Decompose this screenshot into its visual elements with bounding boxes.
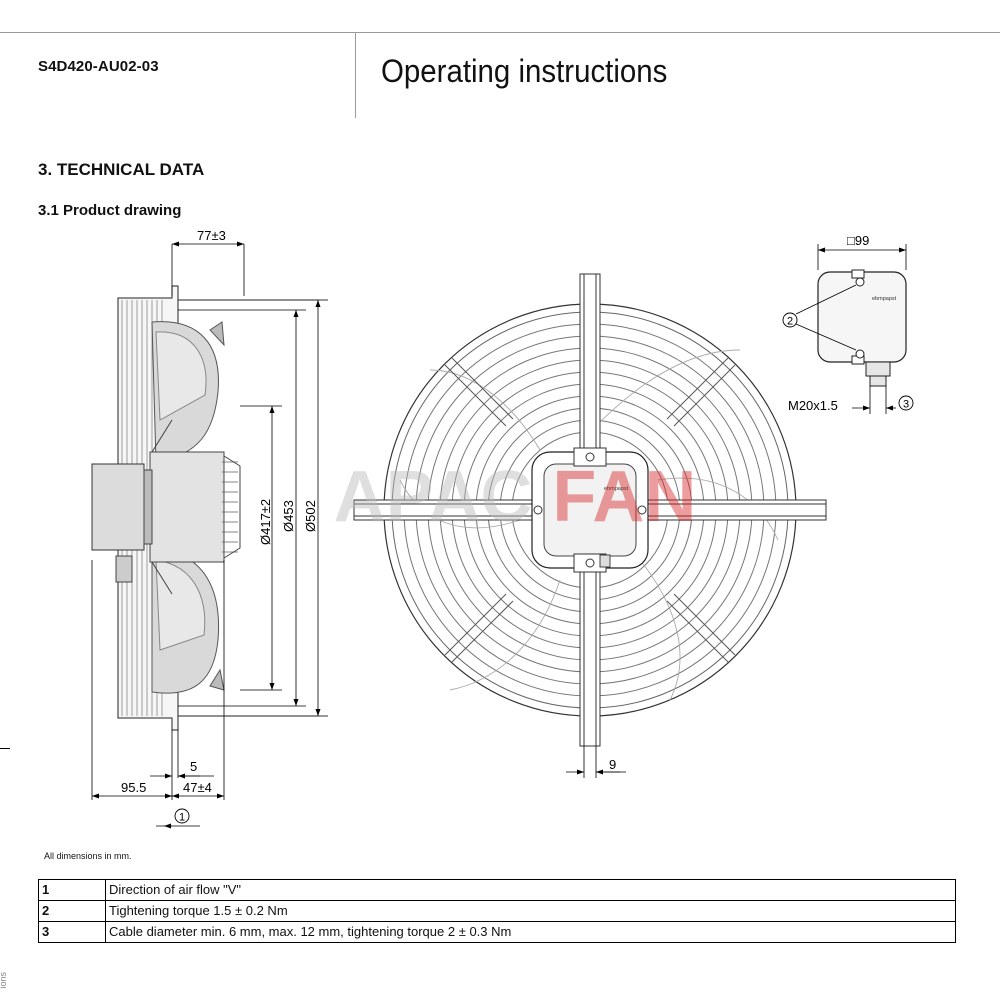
table-row: 3 Cable diameter min. 6 mm, max. 12 mm, … (38, 921, 956, 943)
terminal-box-detail (817, 269, 907, 387)
table-row: 1 Direction of air flow "V" (38, 879, 956, 901)
product-drawing: 77±3 Ø417±2 Ø453 Ø502 5 95.5 47±4 1 (91, 228, 914, 829)
note-number: 3 (38, 921, 106, 943)
margin-tick (0, 748, 10, 749)
subsection-heading: 3.1 Product drawing (38, 202, 182, 219)
callout-cable: 3 (898, 395, 914, 411)
terminal-box-dimensions (795, 244, 907, 414)
dim-outer-diameter: Ø502 (303, 500, 318, 532)
model-code: S4D420-AU02-03 (38, 58, 159, 75)
cable-gland-label: M20x1.5 (788, 398, 838, 413)
side-view (91, 285, 318, 731)
notes-table: 1 Direction of air flow "V" 2 Tightening… (38, 879, 956, 943)
watermark-word-grey: APAC (334, 457, 553, 535)
front-view-dimensions (566, 746, 626, 778)
callout-airflow: 1 (174, 808, 190, 824)
note-number: 1 (38, 879, 106, 901)
dim-inner-diameter: Ø417±2 (258, 499, 273, 545)
document-title: Operating instructions (381, 53, 668, 89)
side-view-dimensions (91, 241, 328, 829)
table-row: 2 Tightening torque 1.5 ± 0.2 Nm (38, 900, 956, 922)
note-text: Cable diameter min. 6 mm, max. 12 mm, ti… (105, 921, 956, 943)
header-top-rule (0, 32, 1000, 33)
dimensions-footnote: All dimensions in mm. (44, 851, 132, 861)
note-number: 2 (38, 900, 106, 922)
note-text: Tightening torque 1.5 ± 0.2 Nm (105, 900, 956, 922)
dim-depth: 77±3 (197, 228, 226, 243)
front-view (353, 273, 827, 747)
side-view-labels: 77±3 Ø417±2 Ø453 Ø502 5 95.5 47±4 (121, 228, 318, 795)
svg-text:2: 2 (787, 316, 793, 328)
svg-text:APAC FAN: APAC FAN (334, 457, 697, 535)
watermark-word-red: FAN (552, 457, 696, 535)
terminal-box-brand: ebmpapst (872, 296, 897, 302)
note-text: Direction of air flow "V" (105, 879, 956, 901)
side-margin-text: ions (0, 972, 8, 989)
dim-slot: 9 (609, 757, 616, 772)
header-divider (355, 32, 356, 118)
svg-text:3: 3 (903, 399, 909, 411)
front-box-brand: ebmpapst (604, 486, 629, 492)
dim-box: □99 (847, 233, 869, 248)
dim-hub: 47±4 (183, 780, 212, 795)
section-heading: 3. TECHNICAL DATA (38, 160, 205, 179)
dim-mid-diameter: Ø453 (281, 500, 296, 532)
dim-motor-depth: 95.5 (121, 780, 146, 795)
watermark-logo: APAC FAN (334, 457, 697, 535)
dim-flange: 5 (190, 759, 197, 774)
callout-screws: 2 (782, 312, 798, 328)
svg-text:1: 1 (179, 812, 185, 824)
